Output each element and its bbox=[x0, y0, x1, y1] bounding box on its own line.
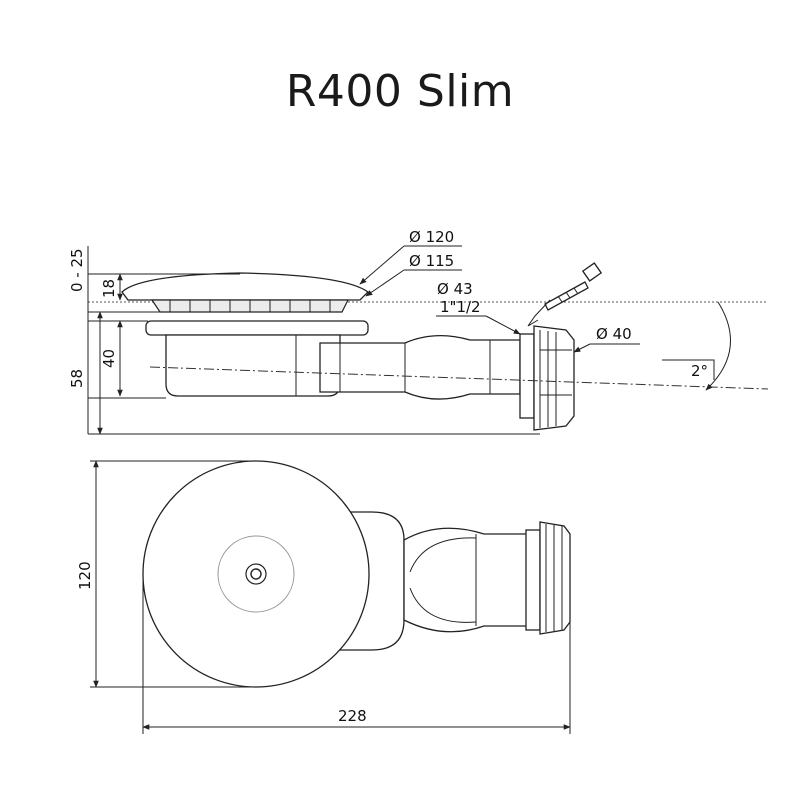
wrench-icon bbox=[527, 262, 603, 327]
flange-slots bbox=[169, 300, 331, 312]
coupling-ring bbox=[519, 333, 535, 419]
dim-flange-diameter: Ø 115 bbox=[409, 252, 454, 270]
dim-grate-diameter: Ø 120 bbox=[409, 228, 454, 246]
page-title: R400 Slim bbox=[285, 66, 515, 117]
coupling-nut bbox=[533, 325, 575, 431]
coupling-nut-top bbox=[539, 521, 571, 635]
side-view: 2° 0 - 25 18 40 58 Ø 120 Ø 115 Ø 43 1"1/… bbox=[68, 228, 769, 435]
dim-length: 228 bbox=[338, 707, 367, 725]
dim-outlet-thread: 1"1/2 bbox=[440, 298, 481, 316]
slope-triangle bbox=[662, 359, 715, 380]
dim-total-height: 58 bbox=[68, 369, 86, 388]
center-axis bbox=[149, 366, 769, 390]
slope-arc bbox=[705, 301, 731, 391]
elbow-top bbox=[403, 527, 531, 633]
dim-width: 120 bbox=[76, 561, 94, 590]
coupling-ring-top bbox=[525, 529, 541, 631]
body-flange bbox=[145, 320, 369, 336]
dim-adjust-range: 0 - 25 bbox=[68, 248, 86, 292]
grate bbox=[121, 272, 369, 301]
top-view: 120 228 bbox=[76, 460, 571, 734]
nut-top-ribs bbox=[545, 524, 563, 632]
body-cup bbox=[165, 334, 341, 397]
nut-ribs bbox=[539, 330, 572, 428]
slope-label: 2° bbox=[691, 362, 708, 380]
center-ring bbox=[217, 535, 295, 613]
dim-pipe-diameter: Ø 40 bbox=[596, 325, 632, 343]
dim-grate-height: 18 bbox=[100, 279, 118, 298]
dim-body-height: 40 bbox=[100, 349, 118, 368]
dim-outlet-diameter: Ø 43 bbox=[437, 280, 473, 298]
